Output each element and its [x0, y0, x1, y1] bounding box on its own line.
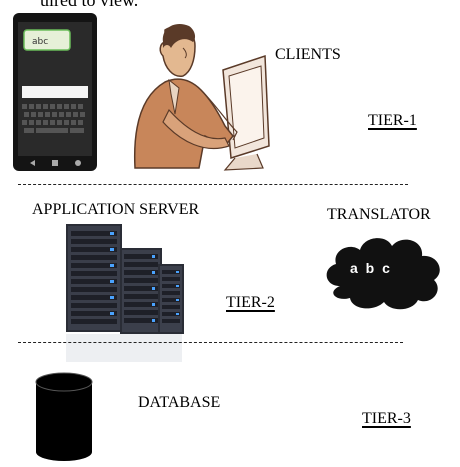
translator-label: TRANSLATOR [327, 206, 431, 223]
application-server-label: APPLICATION SERVER [32, 201, 200, 218]
phone-bubble-text: abc [32, 37, 48, 47]
tier-divider-2 [18, 342, 403, 343]
cloud-icon: a b c [320, 228, 450, 314]
clients-label: CLIENTS [275, 46, 341, 63]
tier-divider-1 [18, 184, 408, 185]
smartphone-icon: abc [12, 12, 98, 172]
tier-1-label: TIER-1 [368, 112, 417, 129]
server-rack-icon [62, 222, 192, 364]
database-cylinder-icon [34, 372, 94, 462]
database-label: DATABASE [138, 394, 221, 411]
tier-3-label: TIER-3 [362, 410, 411, 427]
cloud-text: a b c [350, 260, 392, 276]
tier-2-label: TIER-2 [226, 294, 275, 311]
cropped-heading-text: uired to view. [40, 0, 139, 10]
user-at-computer-icon [125, 18, 270, 178]
